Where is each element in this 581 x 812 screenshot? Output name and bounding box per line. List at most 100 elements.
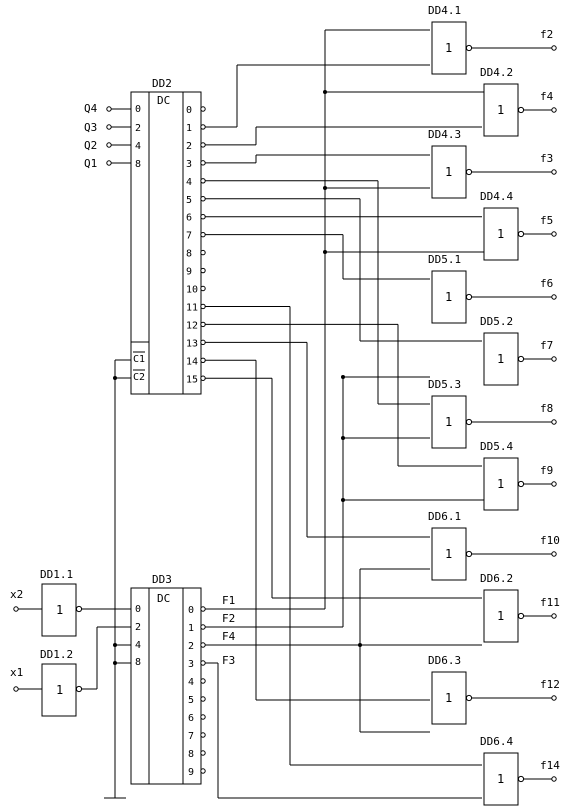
dd1-2-func: 1 — [56, 683, 63, 697]
dd2-in-4: 4 — [135, 141, 141, 152]
dd3-out-6: 6 — [188, 713, 194, 724]
q1-label: Q1 — [84, 157, 97, 170]
gate-func: 1 — [445, 41, 452, 55]
dd2-c1: C1 — [133, 354, 145, 365]
gate-dd6-3: DD6.3 1 f12 — [428, 654, 560, 725]
dd3-label: DD3 — [152, 573, 172, 586]
dd3-out-2: 2 — [188, 641, 194, 652]
dd3-out-1: 1 — [188, 623, 194, 634]
x1-label: x1 — [10, 666, 23, 679]
dd1-1-inverter: DD1.1 1 x2 — [10, 568, 131, 637]
gate-func: 1 — [497, 477, 504, 491]
gate-dd5-1: DD5.1 1 f6 — [428, 253, 557, 324]
f-signal-labels: F1 F2 F4 F3 — [222, 594, 236, 667]
gate-dd6-2: DD6.2 1 f11 — [480, 572, 560, 643]
gate-dd5-3: DD5.3 1 f8 — [428, 378, 557, 449]
dd2-in-8: 8 — [135, 159, 141, 170]
dd2-out-3: 3 — [186, 159, 192, 170]
dd2-decoder: DD2 DC 0 2 4 8 C1 C2 0123456789101112131… — [130, 77, 206, 395]
dd2-out-13: 13 — [186, 338, 198, 349]
dd2-out-5: 5 — [186, 195, 192, 206]
gate-dd4-3: DD4.3 1 f3 — [428, 128, 557, 199]
gate-func: 1 — [445, 290, 452, 304]
gate-label: DD4.2 — [480, 66, 513, 79]
output-f14: f14 — [540, 759, 560, 772]
gate-func: 1 — [497, 609, 504, 623]
dd2-out-9: 9 — [186, 267, 192, 278]
dd2-out-10: 10 — [186, 285, 198, 296]
dd2-out-6: 6 — [186, 213, 192, 224]
output-f5: f5 — [540, 214, 553, 227]
dd1-1-label: DD1.1 — [40, 568, 73, 581]
f1-label: F1 — [222, 594, 235, 607]
output-f11: f11 — [540, 596, 560, 609]
x2-label: x2 — [10, 588, 23, 601]
q2-label: Q2 — [84, 139, 97, 152]
output-f4: f4 — [540, 90, 554, 103]
dd3-in-0: 0 — [135, 604, 141, 615]
output-f8: f8 — [540, 402, 553, 415]
gate-label: DD4.1 — [428, 4, 461, 17]
output-f6: f6 — [540, 277, 553, 290]
gate-func: 1 — [497, 352, 504, 366]
output-f12: f12 — [540, 678, 560, 691]
f3-label: F3 — [222, 654, 235, 667]
dd2-out-4: 4 — [186, 177, 192, 188]
dd3-out-9: 9 — [188, 767, 194, 778]
dd2-out-8: 8 — [186, 249, 192, 260]
dd2-out-14: 14 — [186, 356, 198, 367]
dd2-label: DD2 — [152, 77, 172, 90]
gate-label: DD6.3 — [428, 654, 461, 667]
dd2-in-0: 0 — [135, 104, 141, 115]
dd2-out-7: 7 — [186, 231, 192, 242]
dd1-2-inverter: DD1.2 1 x1 — [10, 626, 131, 717]
dd3-out-3: 3 — [188, 659, 194, 670]
dd2-in-2: 2 — [135, 123, 141, 134]
gate-func: 1 — [445, 547, 452, 561]
dd3-out-8: 8 — [188, 749, 194, 760]
f4-label: F4 — [222, 630, 236, 643]
q4-label: Q4 — [84, 102, 98, 115]
gate-func: 1 — [497, 103, 504, 117]
gate-func: 1 — [497, 227, 504, 241]
gate-func: 1 — [445, 165, 452, 179]
output-f7: f7 — [540, 339, 553, 352]
dd2-c2: C2 — [133, 372, 145, 383]
dd2-out-1: 1 — [186, 123, 192, 134]
dd3-in-2: 2 — [135, 622, 141, 633]
gates: DD4.11f2DD4.21f4DD4.31f3DD4.41f5DD5.11f6… — [428, 4, 560, 806]
q-inputs: Q4 Q3 Q2 Q1 — [84, 102, 131, 170]
dd3-out-0: 0 — [188, 605, 194, 616]
ground-wiring — [104, 359, 131, 799]
gate-dd5-2: DD5.2 1 f7 — [480, 315, 557, 386]
dd3-func: DC — [157, 592, 170, 605]
gate-dd4-2: DD4.2 1 f4 — [480, 66, 557, 137]
gate-func: 1 — [445, 415, 452, 429]
dd3-in-8: 8 — [135, 657, 141, 668]
dd2-out-15: 15 — [186, 374, 198, 385]
gate-label: DD6.2 — [480, 572, 513, 585]
gate-dd4-1: DD4.1 1 f2 — [428, 4, 557, 75]
gate-label: DD5.3 — [428, 378, 461, 391]
gate-label: DD5.2 — [480, 315, 513, 328]
dd3-out-5: 5 — [188, 695, 194, 706]
output-f2: f2 — [540, 28, 553, 41]
dd3-out-7: 7 — [188, 731, 194, 742]
f2-label: F2 — [222, 612, 235, 625]
output-f9: f9 — [540, 464, 553, 477]
dd2-func: DC — [157, 94, 170, 107]
gate-func: 1 — [445, 691, 452, 705]
output-f3: f3 — [540, 152, 553, 165]
dd2-output-wires — [205, 64, 484, 766]
dd3-in-4: 4 — [135, 640, 141, 651]
q3-label: Q3 — [84, 121, 97, 134]
dd2-out-2: 2 — [186, 141, 192, 152]
dd2-out-12: 12 — [186, 320, 198, 331]
gate-label: DD4.3 — [428, 128, 461, 141]
gate-label: DD5.1 — [428, 253, 461, 266]
